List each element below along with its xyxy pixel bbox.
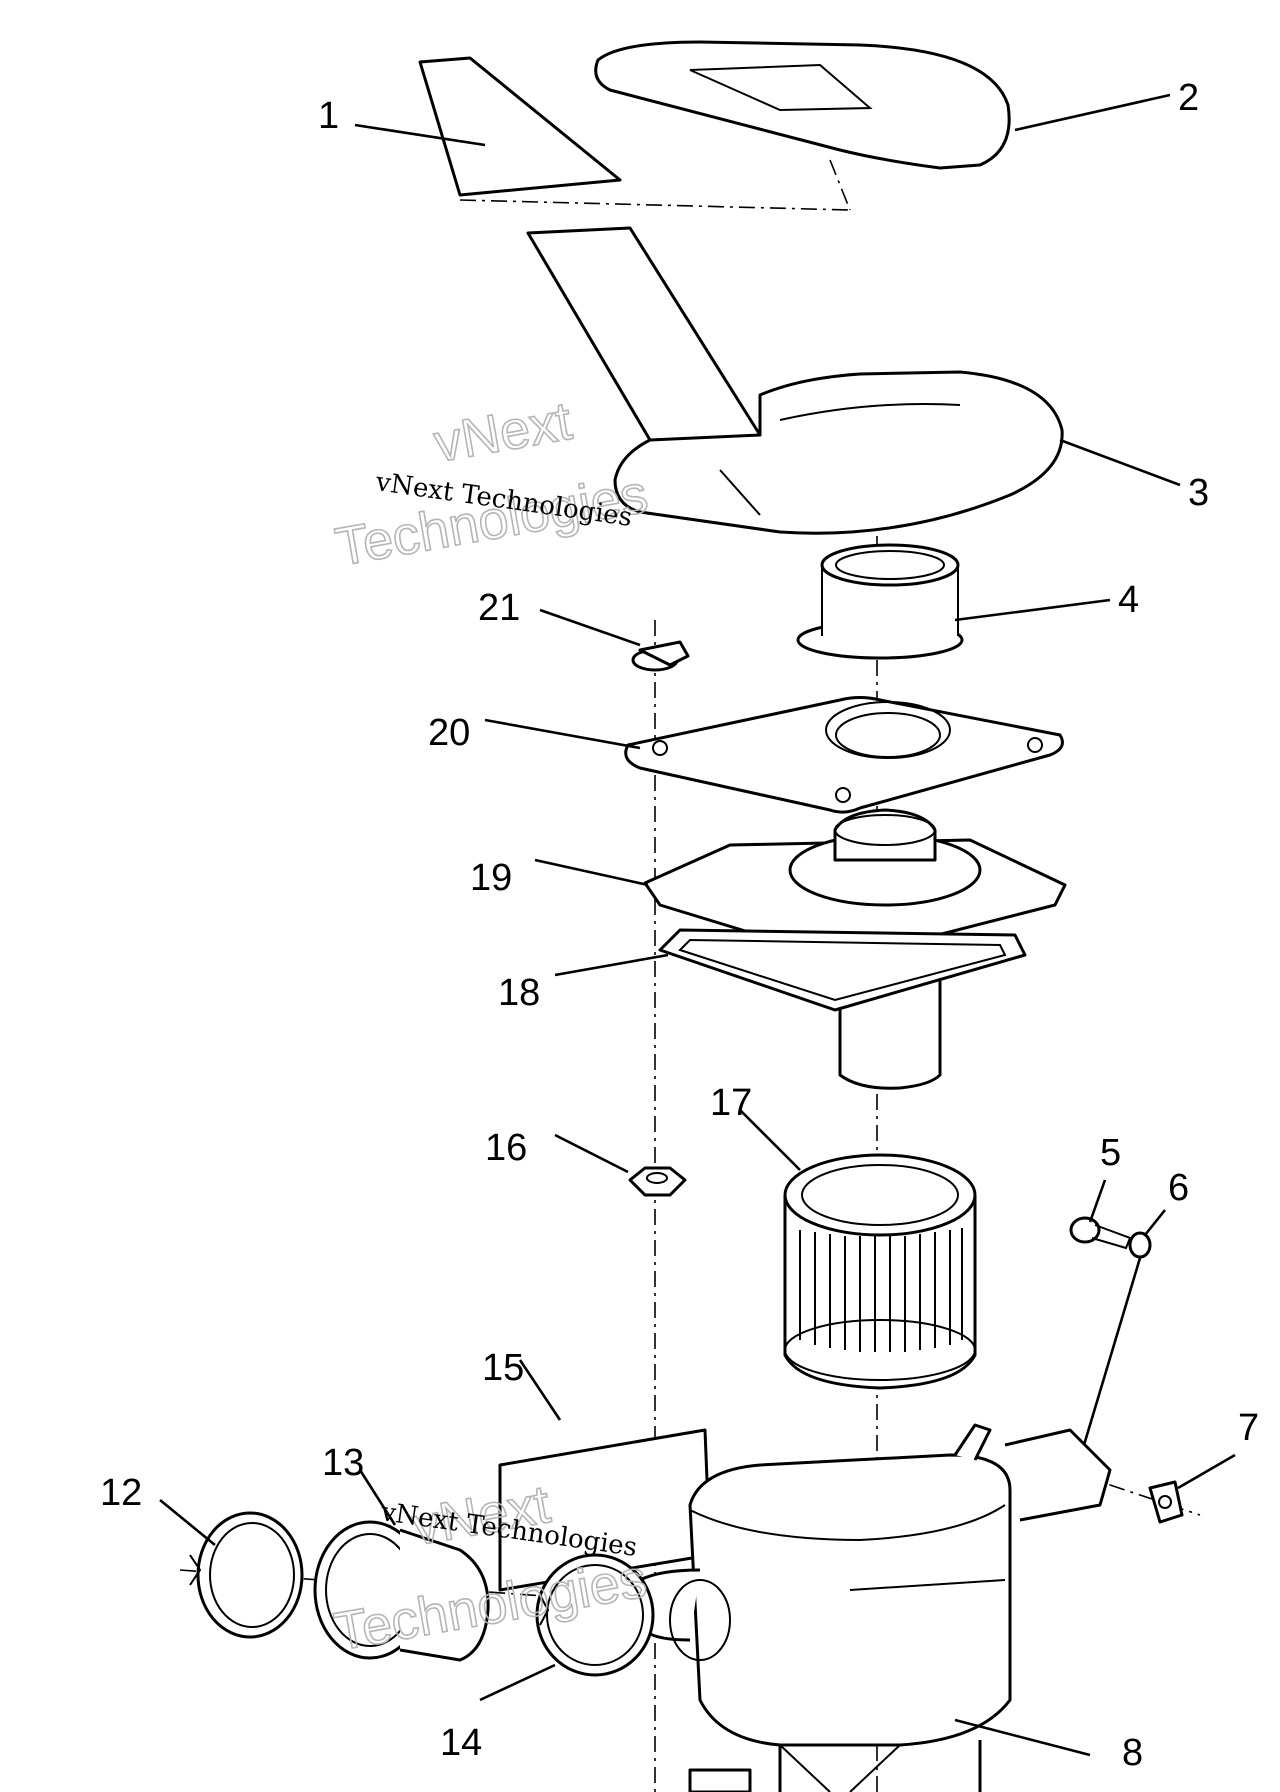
callout-labels: 1 2 3 4 5 6 7 8 12 13 14 15 16 17 18 19 … (100, 77, 1259, 1774)
part-13-intake-boot (313, 1520, 490, 1662)
part-12-clamp (189, 1511, 304, 1639)
callout-5: 5 (1100, 1132, 1121, 1174)
part-14-clamp (535, 1553, 655, 1677)
callout-7: 7 (1238, 1407, 1259, 1449)
part-1-decal (418, 56, 851, 211)
callout-21: 21 (478, 587, 520, 629)
callout-15: 15 (482, 1347, 524, 1389)
callout-20: 20 (428, 712, 470, 754)
part-21-clip-nut (631, 640, 690, 672)
callout-19: 19 (470, 857, 512, 899)
callout-4: 4 (1118, 579, 1139, 621)
callout-1: 1 (318, 95, 339, 137)
leader-lines (159, 93, 1236, 1757)
callout-13: 13 (322, 1442, 364, 1484)
part-7-bracket-clip (1148, 1480, 1184, 1524)
part-6-washer (1073, 1231, 1152, 1476)
callout-12: 12 (100, 1472, 142, 1514)
part-16-nut (628, 1166, 687, 1197)
callout-14: 14 (440, 1722, 482, 1764)
callout-2: 2 (1178, 77, 1199, 119)
part-18-gasket (658, 928, 1027, 1012)
callout-17: 17 (710, 1082, 752, 1124)
callout-6: 6 (1168, 1167, 1189, 1209)
callout-18: 18 (498, 972, 540, 1014)
part-3-airbox-cover (526, 226, 1064, 535)
callout-16: 16 (485, 1127, 527, 1169)
part-4-coupler (796, 543, 964, 660)
part-20-lid-plate (624, 696, 1064, 814)
watermark-top: vNext Technologies (330, 390, 652, 578)
part-5-bolt (1069, 1216, 1132, 1250)
watermark-brand-line-1: vNext (430, 391, 576, 474)
part-17-air-filter (783, 1153, 977, 1390)
part-8-airbox-body (638, 1423, 1112, 1792)
callout-3: 3 (1188, 472, 1209, 514)
part-2-foam-pad (594, 40, 1011, 170)
callout-8: 8 (1122, 1732, 1143, 1774)
